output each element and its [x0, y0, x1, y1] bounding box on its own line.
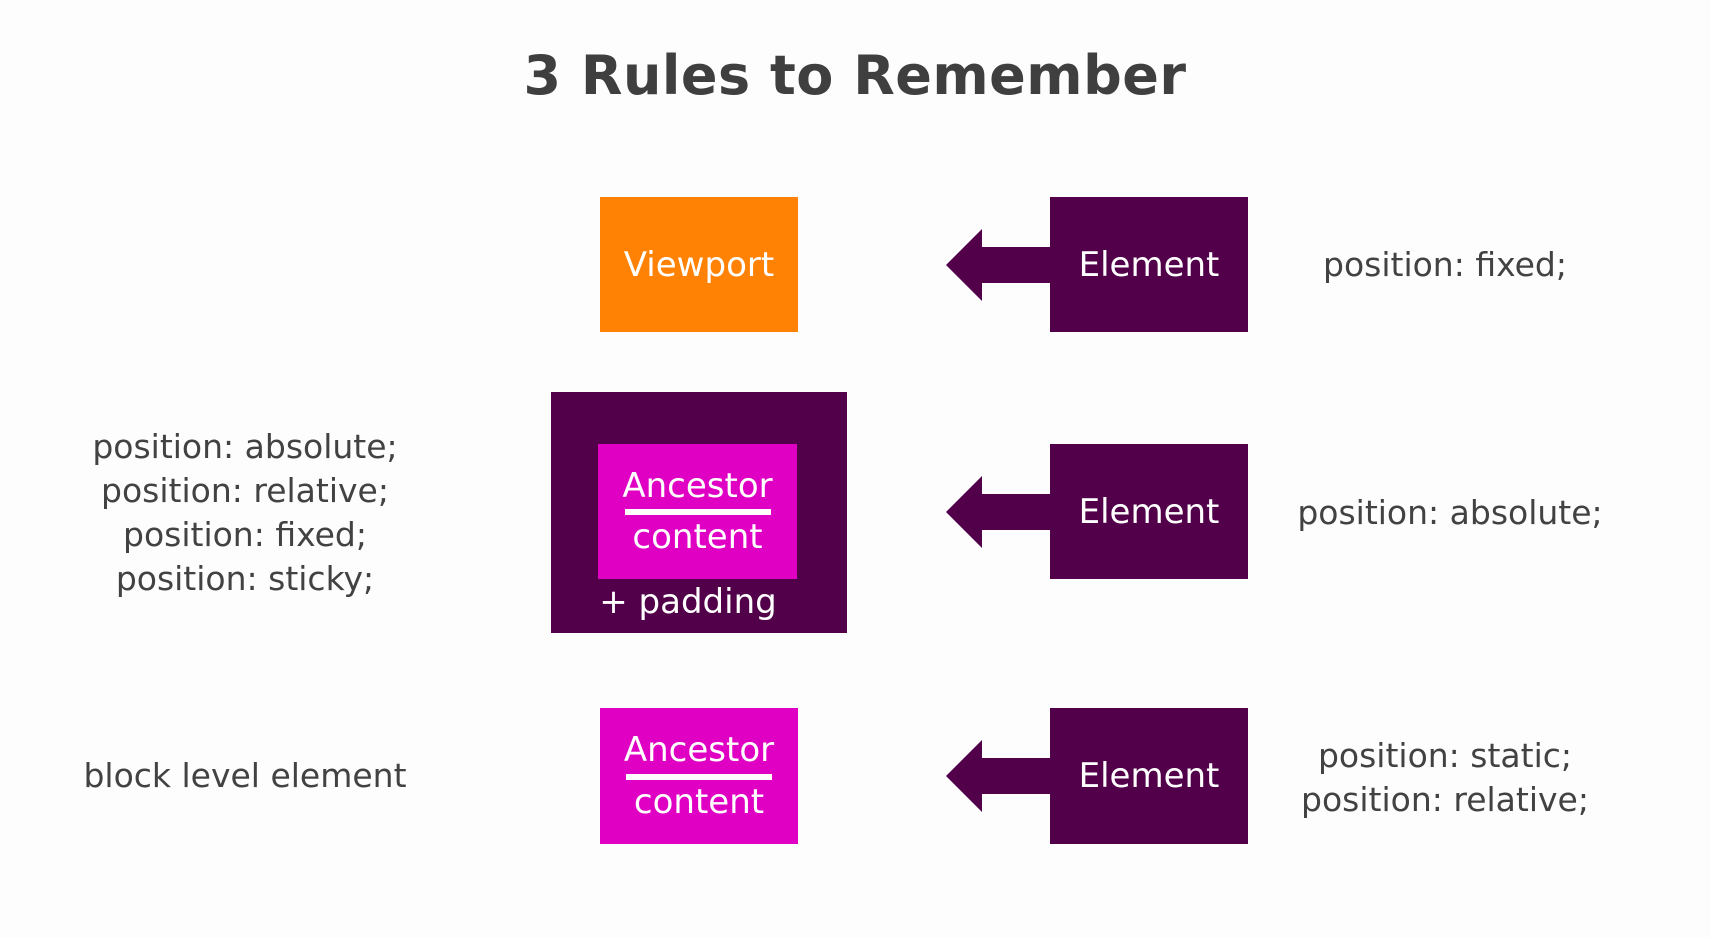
element-box-absolute: Element [1050, 444, 1248, 579]
note-line: position: absolute; [92, 427, 398, 466]
ancestor-label: Ancestor [622, 465, 773, 506]
content-divider [626, 773, 772, 780]
right-note-absolute: position: absolute; [1280, 491, 1620, 535]
viewport-label: Viewport [623, 244, 775, 285]
content-label: content [633, 781, 765, 822]
content-divider [624, 509, 771, 515]
padding-label: + padding [599, 582, 777, 622]
element-label: Element [1078, 244, 1220, 285]
note-line: position: relative; [101, 471, 389, 510]
ancestor-content-box: Ancestor content [600, 708, 798, 844]
note-line: block level element [83, 756, 407, 795]
note-line: position: absolute; [1297, 493, 1603, 532]
arrow-left-icon [946, 229, 1050, 301]
left-note-block: block level element [60, 754, 430, 798]
right-note-static: position: static; position: relative; [1290, 734, 1600, 822]
right-note-fixed: position: fixed; [1290, 243, 1600, 287]
element-box-fixed: Element [1050, 197, 1248, 332]
content-label: content [632, 517, 763, 557]
ancestor-content-box: Ancestor content [598, 444, 797, 579]
page-title: 3 Rules to Remember [523, 44, 1187, 107]
viewport-box: Viewport [600, 197, 798, 332]
left-note-positions: position: absolute; position: relative; … [60, 425, 430, 601]
note-line: position: fixed; [1323, 245, 1567, 284]
element-label: Element [1078, 756, 1220, 796]
note-line: position: relative; [1301, 780, 1589, 819]
note-line: position: static; [1317, 736, 1573, 775]
note-line: position: sticky; [115, 559, 375, 598]
arrow-left-icon [946, 740, 1050, 812]
note-line: position: fixed; [123, 515, 367, 554]
arrow-left-icon [946, 476, 1050, 548]
element-box-static: Element [1050, 708, 1248, 844]
ancestor-label: Ancestor [623, 730, 775, 770]
element-label: Element [1078, 491, 1220, 532]
